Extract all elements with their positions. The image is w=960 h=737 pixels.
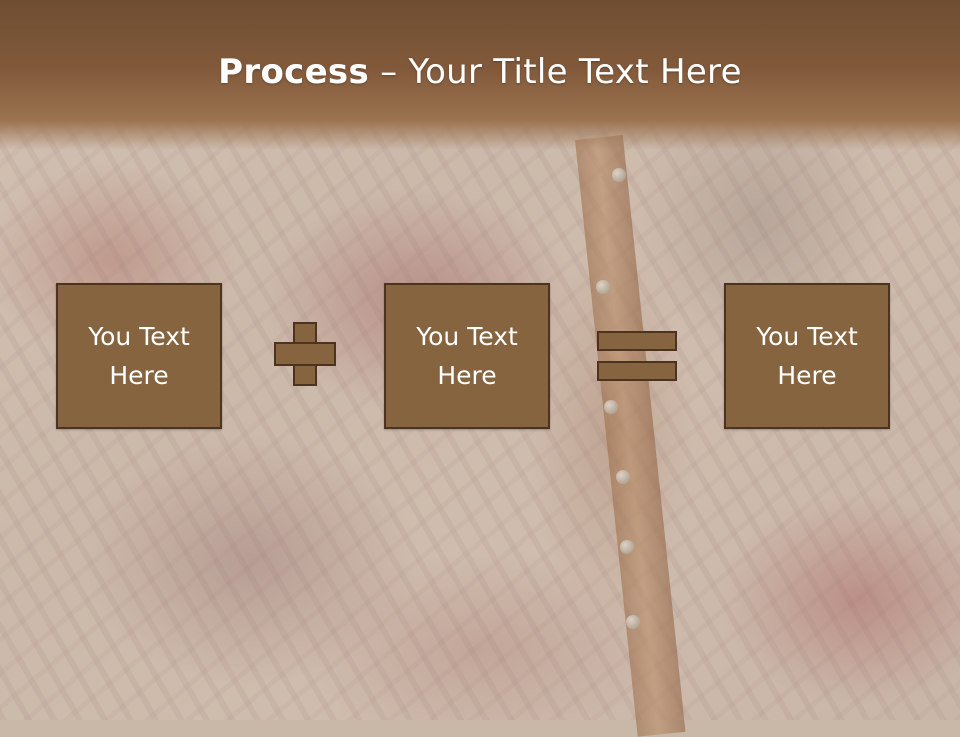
process-box-3[interactable]: You Text Here (724, 283, 890, 429)
plus-center (295, 344, 315, 364)
equals-icon (597, 331, 677, 383)
stud-decoration (626, 615, 640, 629)
stud-decoration (604, 400, 618, 414)
equals-bottom-bar (597, 361, 677, 381)
process-box-2[interactable]: You Text Here (384, 283, 550, 429)
stud-decoration (596, 280, 610, 294)
process-box-3-label: You Text Here (756, 322, 858, 390)
equals-top-bar (597, 331, 677, 351)
process-box-1-label: You Text Here (88, 322, 190, 390)
title-rest-text: – Your Title Text Here (369, 52, 742, 92)
stud-decoration (612, 168, 626, 182)
slide-title[interactable]: Process – Your Title Text Here (0, 52, 960, 92)
stud-decoration (616, 470, 630, 484)
title-bold-text: Process (218, 52, 370, 92)
title-band (0, 0, 960, 150)
process-box-1[interactable]: You Text Here (56, 283, 222, 429)
plus-icon (274, 322, 336, 386)
stud-decoration (620, 540, 634, 554)
process-box-2-label: You Text Here (416, 322, 518, 390)
